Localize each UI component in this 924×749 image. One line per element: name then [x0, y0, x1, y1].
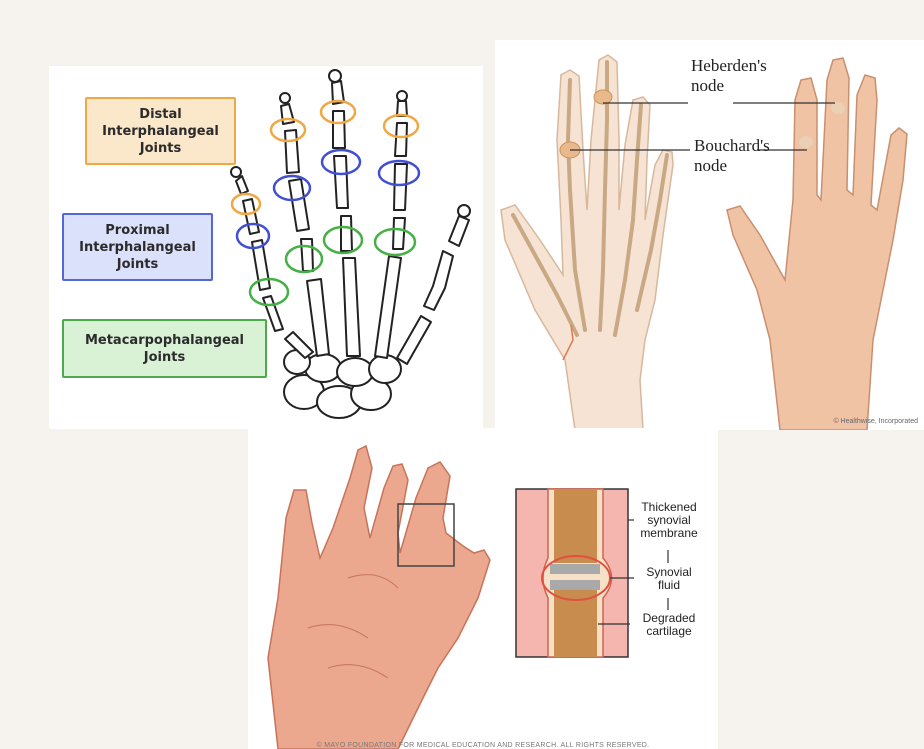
mcp-label-line-1: Metacarpophalangeal — [64, 332, 265, 349]
healthwise-credit: © Healthwise, Incorporated — [833, 418, 918, 425]
dip-label-line-2: Interphalangeal — [87, 123, 234, 140]
pip-label-line-1: Proximal — [64, 222, 211, 239]
mcp-label-line-2: Joints — [64, 349, 265, 366]
pip-joints-label: Proximal Interphalangeal Joints — [62, 213, 213, 281]
bouchard-line-1: Bouchard's — [694, 136, 770, 156]
dip-joint-markers — [232, 101, 418, 214]
thickened-membrane-label: Thickened synovial membrane — [629, 501, 709, 540]
fluid-line-2: fluid — [634, 579, 704, 592]
bouchard-node-label: Bouchard's node — [694, 136, 770, 176]
cartilage-line-2: cartilage — [629, 625, 709, 638]
osteoarthritis-nodes-panel: Heberden's node Bouchard's node © Health… — [495, 40, 924, 430]
skeleton-hand-panel: Distal Interphalangeal Joints Proximal I… — [49, 66, 483, 429]
thickened-line-3: membrane — [629, 527, 709, 540]
arthritis-joint-panel: Thickened synovial membrane Synovial flu… — [248, 428, 718, 749]
dip-label-line-1: Distal — [87, 106, 234, 123]
heberden-node-label: Heberden's node — [691, 56, 767, 96]
pip-label-line-2: Interphalangeal — [64, 239, 211, 256]
mcp-joints-label: Metacarpophalangeal Joints — [62, 319, 267, 378]
dip-joints-label: Distal Interphalangeal Joints — [85, 97, 236, 165]
dip-label-line-3: Joints — [87, 140, 234, 157]
bouchard-line-2: node — [694, 156, 770, 176]
synovial-fluid-label: Synovial fluid — [634, 566, 704, 592]
osteoarthritis-hands-illustration — [495, 40, 924, 430]
heberden-line-1: Heberden's — [691, 56, 767, 76]
mayo-credit: © MAYO FOUNDATION FOR MEDICAL EDUCATION … — [248, 742, 718, 749]
degraded-cartilage-label: Degraded cartilage — [629, 612, 709, 638]
heberden-line-2: node — [691, 76, 767, 96]
pip-label-line-3: Joints — [64, 256, 211, 273]
